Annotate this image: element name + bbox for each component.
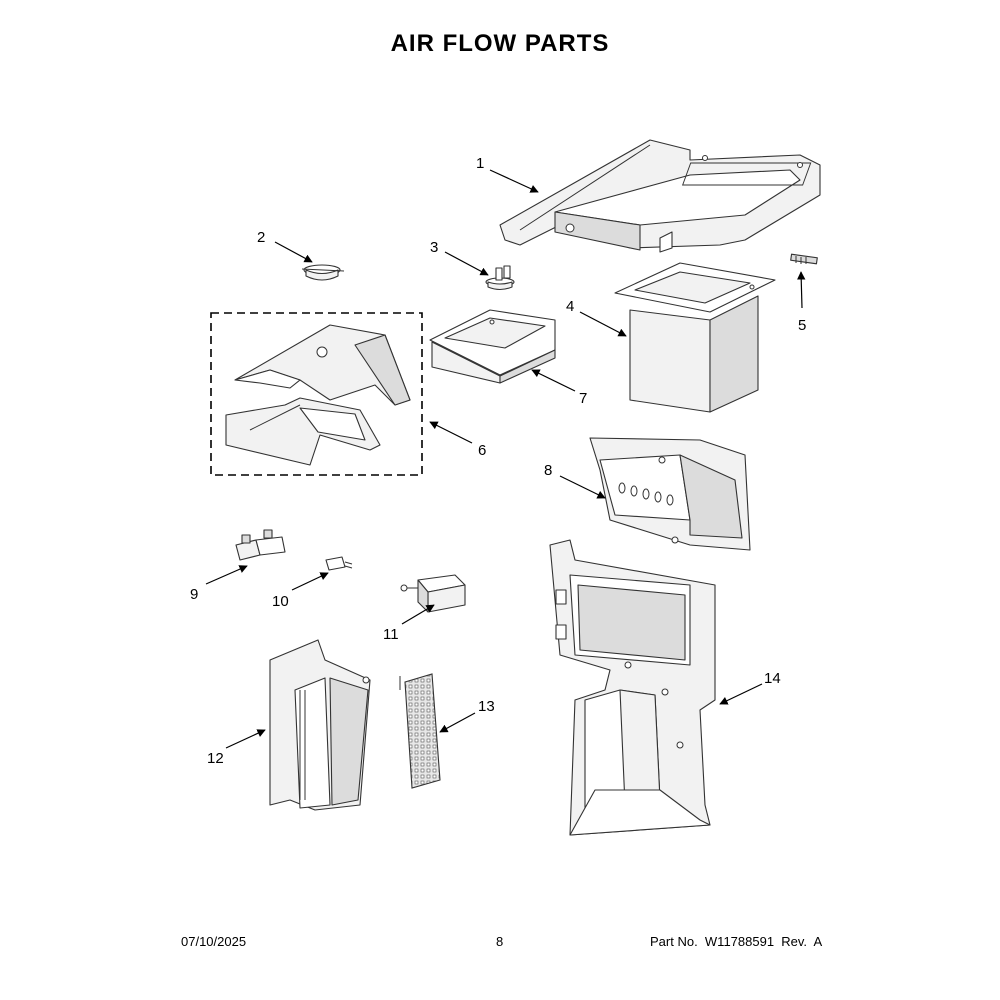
leader-5 [797,271,806,309]
leader-4 [579,311,627,337]
callout-5: 5 [798,317,806,334]
part-14-duct-housing [549,539,716,836]
callout-1: 1 [476,155,484,172]
part-6-assembly-outline [210,312,423,476]
leader-6 [429,421,473,444]
callout-8: 8 [544,462,552,479]
part-11-damper [400,574,466,613]
callout-6: 6 [478,442,486,459]
leader-12 [225,729,266,749]
part-12-side-panel [269,639,371,811]
leader-7 [531,369,576,392]
callout-9: 9 [190,586,198,603]
part-3-thermal-fuse [485,265,515,291]
leader-13 [439,712,476,733]
leader-arrows [205,169,806,749]
callout-13: 13 [478,698,495,715]
callout-11: 11 [383,626,399,643]
footer-part-number: Part No. W11788591 Rev. A [650,934,823,949]
callout-3: 3 [430,239,438,256]
callout-labels: 1 2 3 4 5 6 7 8 9 10 11 12 13 14 [190,155,806,767]
page-title: AIR FLOW PARTS [390,30,610,57]
leader-14 [719,683,763,705]
callout-10: 10 [272,593,289,610]
part-1-top-bracket [499,139,821,253]
callout-2: 2 [257,229,265,246]
footer-page-number: 8 [496,934,504,949]
leader-3 [444,251,489,276]
part-5-spring [790,253,818,265]
leader-11 [401,604,435,625]
part-10-connector [325,556,353,571]
leader-9 [205,565,248,585]
part-13-filter [399,673,441,789]
leader-2 [274,241,313,263]
part-2-thermostat [301,264,345,281]
part-9-switch [235,529,286,561]
leader-8 [559,475,606,499]
leader-10 [291,572,329,591]
callout-14: 14 [764,670,781,687]
leader-1 [489,169,539,193]
callout-7: 7 [579,390,587,407]
part-8-air-guide [589,437,751,551]
callout-4: 4 [566,298,574,315]
part-4-duct [614,262,776,413]
callout-12: 12 [207,750,224,767]
footer-date: 07/10/2025 [181,934,247,949]
part-7-cover-box [429,309,556,384]
